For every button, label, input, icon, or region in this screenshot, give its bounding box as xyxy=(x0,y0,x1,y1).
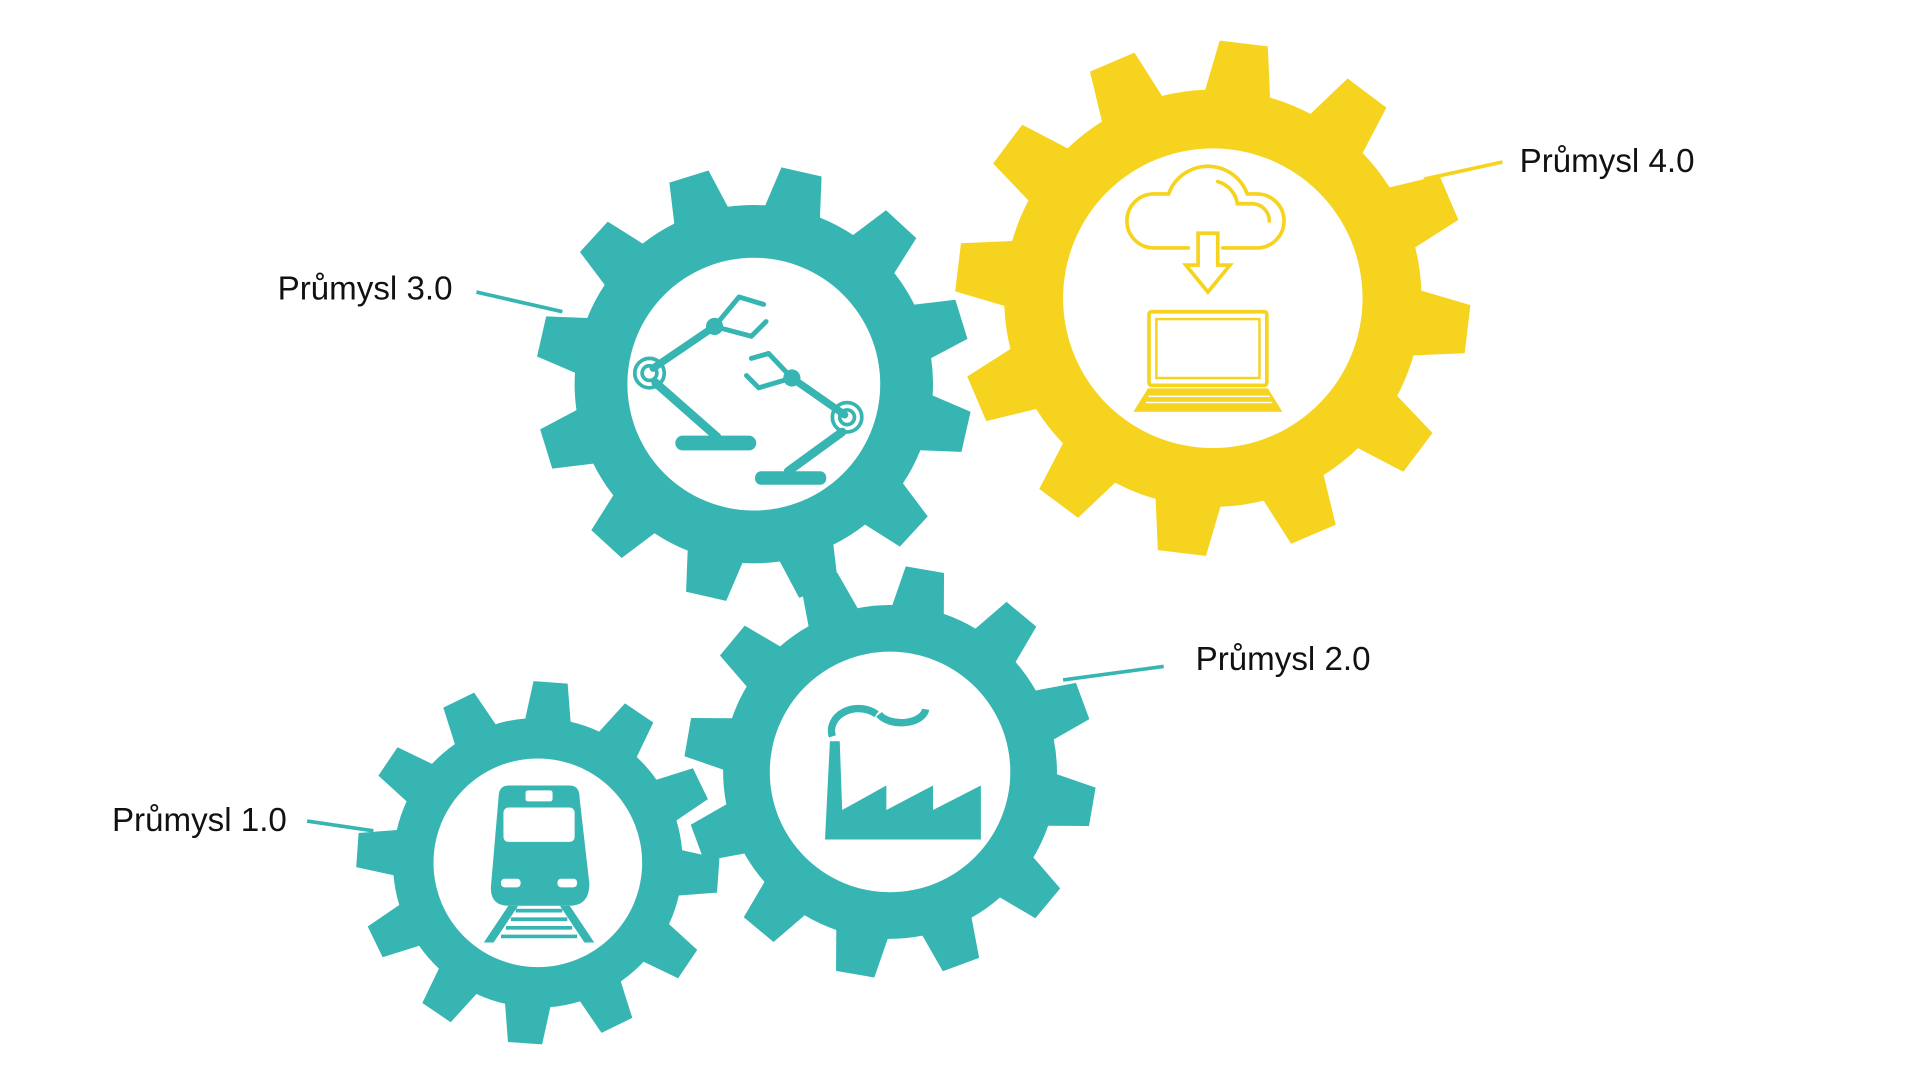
gear-industry-4 xyxy=(955,40,1471,556)
gear-industry-1 xyxy=(356,681,720,1045)
gear-industry-3 xyxy=(537,167,971,601)
factory-icon xyxy=(825,704,981,840)
connector-line-2 xyxy=(1062,664,1164,682)
connector-line-4 xyxy=(1423,160,1503,181)
connector-line-1 xyxy=(306,819,374,833)
cloud-laptop-icon xyxy=(1125,164,1286,412)
label-industry-2: Průmysl 2.0 xyxy=(1196,641,1371,678)
train-icon xyxy=(483,785,595,943)
label-industry-1: Průmysl 1.0 xyxy=(112,802,287,839)
label-industry-3: Průmysl 3.0 xyxy=(278,270,453,307)
robot-arm-icon xyxy=(632,294,864,485)
gear-industry-2 xyxy=(684,566,1096,978)
connector-line-3 xyxy=(476,290,563,314)
label-industry-4: Průmysl 4.0 xyxy=(1520,143,1695,180)
